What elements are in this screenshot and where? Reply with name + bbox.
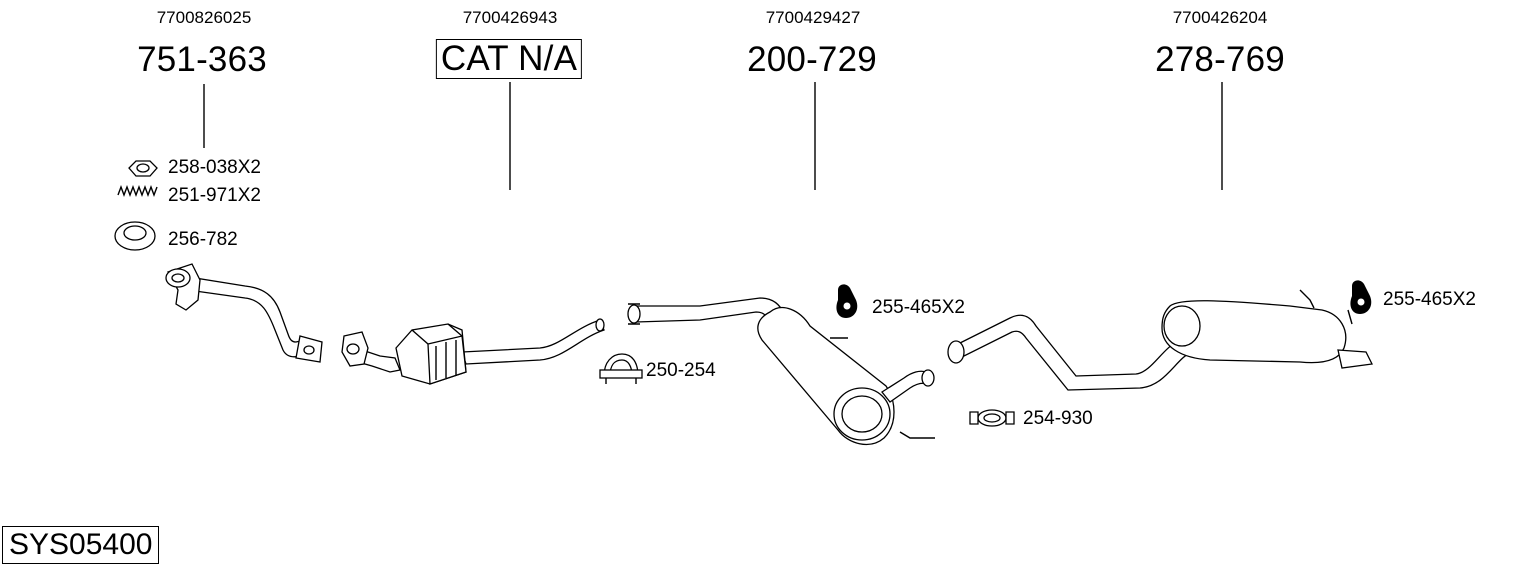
accessory-label-hanger: 255-465X2 [872, 297, 965, 318]
part-number: 278-769 [1155, 40, 1285, 79]
catalytic-converter [341, 318, 605, 385]
part-number: 751-363 [137, 40, 267, 79]
oem-number: 7700426943 [462, 8, 558, 27]
oem-number: 7700429427 [765, 8, 861, 27]
accessory-label-gasket: 256-782 [168, 229, 238, 250]
rubber-hanger-icon [1350, 280, 1372, 314]
u-clamp-icon [599, 353, 643, 384]
part-number: 200-729 [747, 40, 877, 79]
middle-silencer-200-729 [627, 297, 935, 446]
nut-icon [128, 160, 158, 177]
part-number-boxed: CAT N/A [435, 39, 583, 79]
accessory-label-band-clamp: 254-930 [1023, 408, 1093, 429]
accessory-label-u-clamp: 250-254 [646, 360, 716, 381]
rubber-hanger-icon [836, 284, 858, 318]
rear-silencer-278-769 [947, 289, 1373, 391]
accessory-label-spring: 251-971X2 [168, 185, 261, 206]
spring-icon [117, 185, 158, 197]
oem-number: 7700426204 [1172, 8, 1268, 27]
system-code: SYS05400 [2, 526, 160, 564]
band-clamp-icon [969, 409, 1015, 427]
front-pipe-751-363 [165, 263, 323, 363]
accessory-label-nut: 258-038X2 [168, 157, 261, 178]
gasket-ring-icon [114, 221, 156, 251]
oem-number: 7700826025 [156, 8, 252, 27]
accessory-label-hanger: 255-465X2 [1383, 289, 1476, 310]
